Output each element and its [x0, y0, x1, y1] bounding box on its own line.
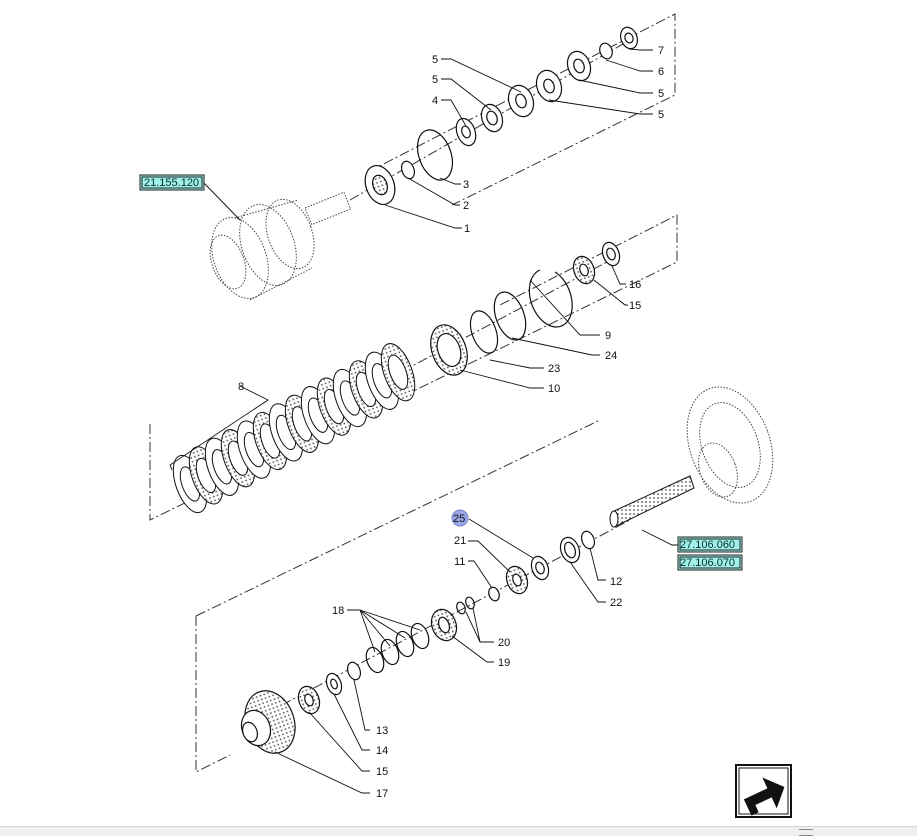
frame-top — [367, 13, 676, 206]
svg-text:21.155.120: 21.155.120 — [144, 177, 199, 189]
status-bar — [0, 826, 917, 836]
bevel-gear — [686, 386, 774, 504]
callout-13: 13 — [376, 725, 388, 737]
callout-5: 5 — [432, 74, 438, 86]
callout-5: 5 — [658, 88, 664, 100]
svg-text:25: 25 — [453, 513, 465, 525]
callout-20: 20 — [498, 637, 510, 649]
o-ring-23 — [469, 310, 499, 354]
callout-24: 24 — [605, 350, 617, 362]
assembly-drawing — [209, 191, 352, 301]
callout-21: 21 — [454, 535, 466, 547]
ring-6 — [599, 42, 613, 60]
callout-11: 11 — [454, 556, 465, 568]
frame-bottom — [195, 616, 231, 773]
ring-20b — [456, 601, 466, 615]
clutch-pack-8 — [172, 343, 416, 514]
svg-text:27.106.060: 27.106.060 — [680, 539, 735, 551]
seal-18c — [380, 638, 400, 666]
callout-9: 9 — [605, 330, 611, 342]
seal-18d — [365, 646, 385, 674]
ring-2 — [400, 160, 416, 180]
callout-4: 4 — [432, 95, 438, 107]
callout-5: 5 — [432, 54, 438, 66]
callout-8: 8 — [238, 381, 244, 393]
middle-parts — [430, 241, 621, 376]
callout-14: 14 — [376, 745, 388, 757]
ref-link-21-155-120[interactable]: 21.155.120 — [139, 174, 205, 191]
callout-15: 15 — [376, 766, 388, 778]
lower-parts — [240, 530, 596, 754]
callout-17: 17 — [376, 788, 388, 800]
callouts: 1 2 3 4 5 5 5 5 6 7 8 9 10 11 12 13 14 1… — [238, 45, 664, 800]
callout-1: 1 — [464, 223, 470, 235]
callout-5: 5 — [658, 109, 664, 121]
callout-15: 15 — [629, 300, 641, 312]
callout-16: 16 — [629, 279, 641, 291]
ring-13 — [346, 661, 362, 681]
ring-20a — [465, 596, 475, 610]
callout-19: 19 — [498, 657, 510, 669]
callout-18: 18 — [332, 605, 344, 617]
callout-2: 2 — [463, 200, 469, 212]
section-frames — [149, 13, 678, 773]
seal-18a — [410, 622, 430, 650]
ring-16 — [601, 241, 621, 267]
pinion-shaft — [609, 475, 695, 528]
ref-link-27-106-060[interactable]: 27.106.060 — [677, 536, 743, 553]
clutch-plate-bore — [387, 354, 409, 390]
frame-bottom-edge — [195, 419, 601, 617]
ref-link-27-106-070[interactable]: 27.106.070 — [677, 554, 743, 571]
svg-text:27.106.070: 27.106.070 — [680, 557, 735, 569]
arrow-icon[interactable] — [735, 764, 792, 819]
callout-23: 23 — [548, 363, 560, 375]
top-parts — [364, 26, 639, 205]
highlight-badge[interactable]: 25 — [451, 509, 469, 527]
ring-12 — [580, 530, 596, 550]
callout-12: 12 — [610, 576, 622, 588]
callout-22: 22 — [610, 597, 622, 609]
snap-ring-9 — [528, 269, 573, 328]
callout-3: 3 — [463, 179, 469, 191]
callout-6: 6 — [658, 66, 664, 78]
callout-10: 10 — [548, 383, 560, 395]
spacer-11 — [488, 586, 500, 602]
callout-7: 7 — [658, 45, 664, 57]
frame-middle — [149, 214, 678, 521]
snap-ring-3 — [416, 129, 454, 181]
leader-lines — [169, 48, 678, 794]
seal-18b — [395, 630, 415, 658]
